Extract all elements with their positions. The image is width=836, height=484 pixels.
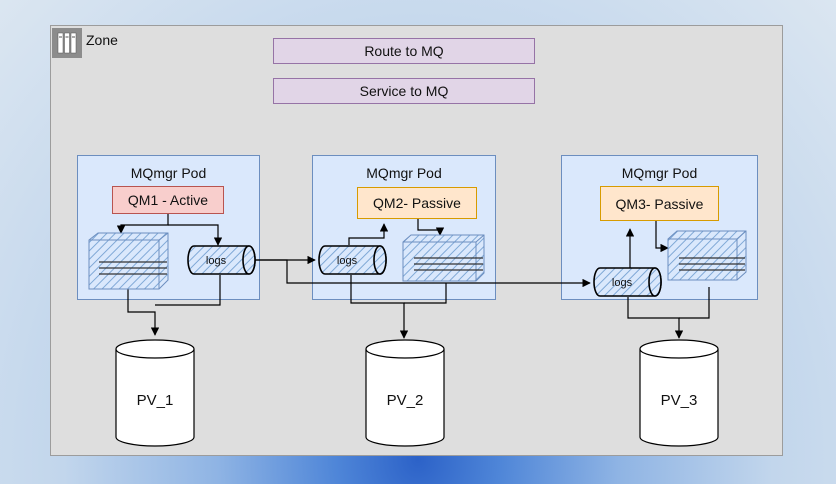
qm3-box: QM3- Passive	[600, 186, 719, 221]
service-box: Service to MQ	[273, 78, 535, 104]
qm1-box: QM1 - Active	[112, 186, 224, 214]
pod-3-title: MQmgr Pod	[621, 165, 698, 181]
pv-2-label: PV_2	[386, 392, 424, 409]
zone-label: Zone	[86, 32, 118, 48]
log-label-1: logs	[206, 255, 227, 267]
pv-1-label: PV_1	[136, 392, 174, 409]
log-label-3: logs	[612, 277, 633, 289]
log-cylinder-icon	[187, 245, 662, 297]
pod-2-title: MQmgr Pod	[366, 165, 442, 181]
log-label-2: logs	[337, 255, 358, 267]
pv-cylinder-icon	[115, 339, 719, 447]
route-box: Route to MQ	[273, 38, 535, 64]
server-rack-icon	[52, 28, 82, 58]
pod-1-title: MQmgr Pod	[130, 165, 207, 181]
qm2-box: QM2- Passive	[357, 187, 477, 219]
pv-3-label: PV_3	[660, 392, 698, 409]
